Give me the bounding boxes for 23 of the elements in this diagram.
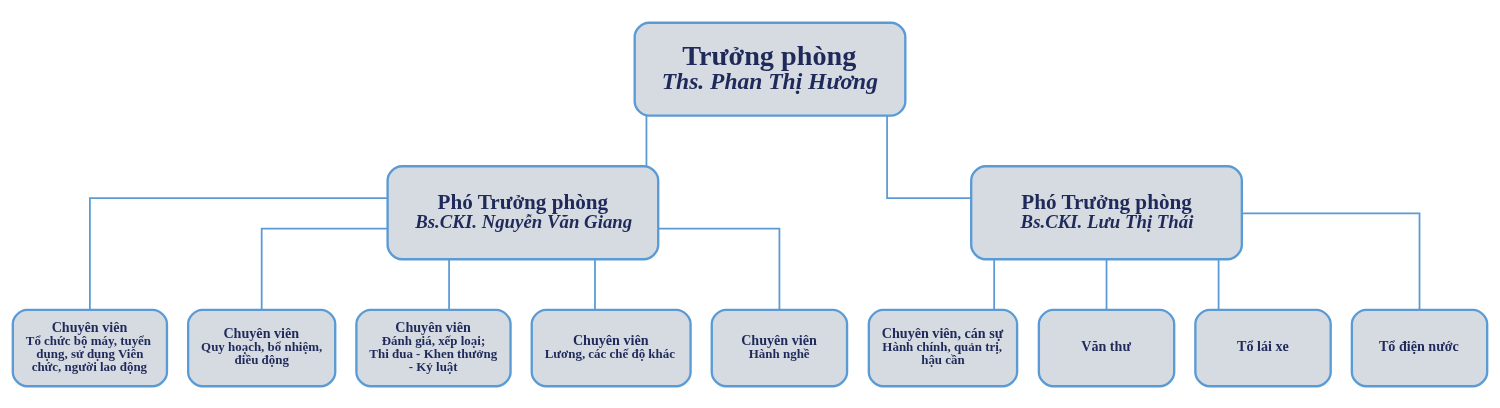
- connector: [1241, 211, 1421, 311]
- connector: [1217, 257, 1220, 310]
- node-box: Tổ điện nước: [1350, 308, 1489, 387]
- node-box: Trưởng phòng Ths. Phan Thị Hương: [633, 21, 907, 117]
- node-box: Chuyên viên Hành nghề: [710, 308, 849, 387]
- node-box: Chuyên viên, cán sự Hành chính, quản trị, hậu cần: [867, 308, 1019, 387]
- connector: [448, 257, 450, 310]
- node-box: Chuyên viên Lương, các chế độ khác: [530, 308, 692, 387]
- connector: [886, 114, 972, 199]
- connector: [645, 114, 648, 167]
- connector: [260, 227, 389, 310]
- node-box: Chuyên viên Tổ chức bộ máy, tuyển dụng, sử dụng Viên chức, người lao động: [11, 308, 169, 387]
- node-box: Chuyên viên Đánh giá, xếp loại; Thi đua - Khen thưởng - Kỷ luật: [355, 308, 512, 387]
- connector: [1105, 257, 1108, 310]
- connector: [657, 227, 781, 310]
- node-box: Phó Trưởng phòng Bs.CKI. Lưu Thị Thái: [970, 164, 1243, 260]
- node-box: Tổ lái xe: [1194, 308, 1332, 387]
- node-box: Phó Trưởng phòng Bs.CKI. Nguyễn Văn Giang: [386, 164, 660, 260]
- node-box: Chuyên viên Quy hoạch, bổ nhiệm, điều động: [186, 308, 337, 387]
- connector: [993, 257, 996, 310]
- connector: [89, 196, 389, 311]
- node-box: Văn thư: [1037, 308, 1176, 387]
- connector: [594, 257, 596, 310]
